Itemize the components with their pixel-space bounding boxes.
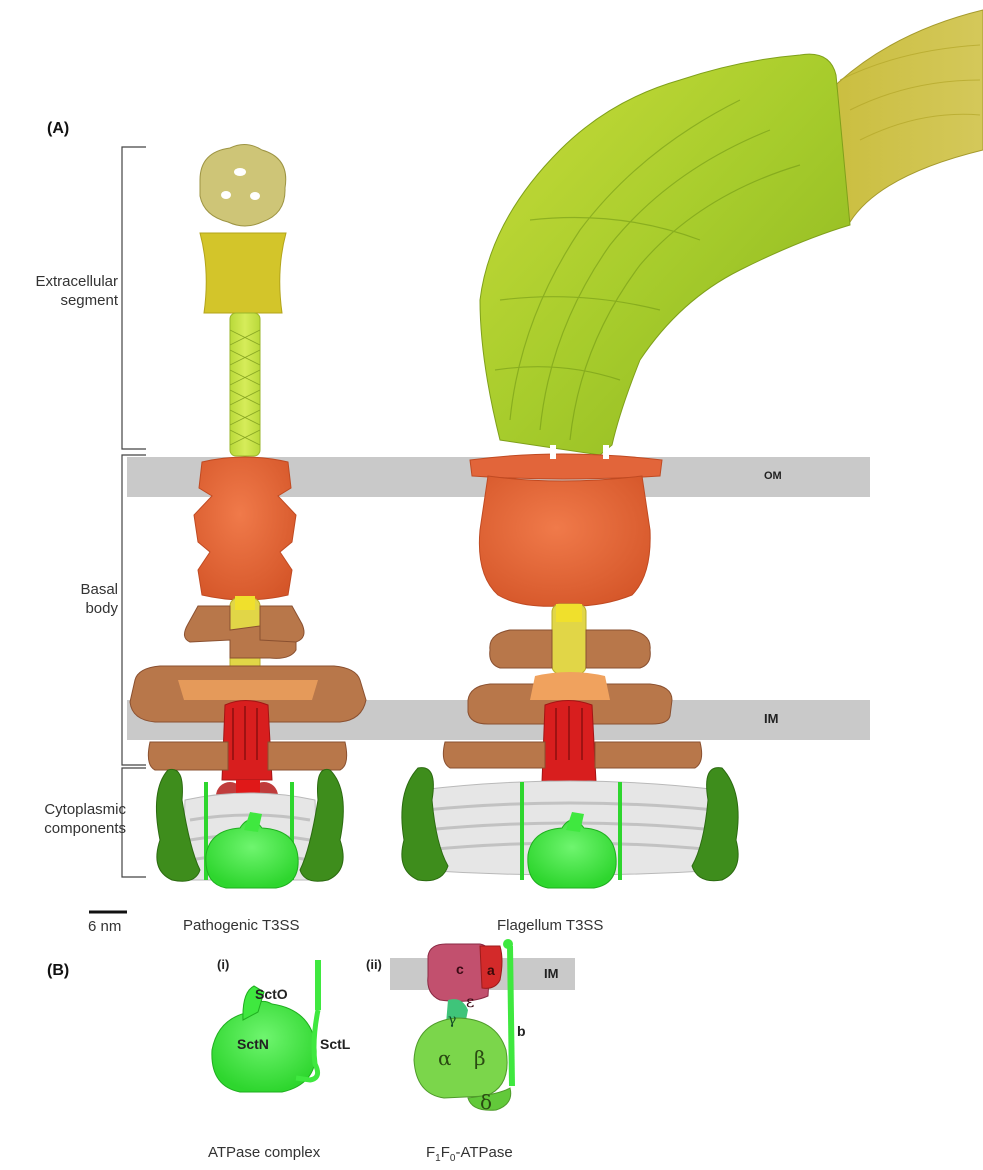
scto-label: SctO [255, 986, 288, 1002]
extracellular-line-2: segment [10, 291, 118, 310]
large-ring-inner [178, 680, 318, 700]
b-subunit-label: b [517, 1023, 526, 1039]
flagellar-lower-ring-right [595, 742, 702, 768]
caption-rest: -ATPase [455, 1144, 512, 1161]
extracellular-line-1: Extracellular [10, 272, 118, 291]
outer-membrane-label: OM [764, 470, 782, 482]
flagellar-ms-ring-inner [530, 672, 610, 700]
connector-2 [603, 445, 609, 459]
extracellular-bracket [122, 147, 146, 449]
needle-collar [200, 233, 286, 313]
flagellar-ring-cap [470, 454, 662, 479]
epsilon-label: ε [466, 992, 474, 1011]
export-apparatus [222, 701, 272, 781]
flagellar-lower-ring [443, 742, 545, 768]
beta-label: β [474, 1046, 486, 1070]
atpase-complex-illustration [212, 960, 318, 1092]
flagellum-t3ss-caption: Flagellum T3SS [497, 917, 603, 934]
flagellar-upper-ring-right [586, 630, 650, 668]
caption-f0: F [441, 1144, 450, 1161]
lower-ring [148, 742, 228, 770]
upper-ring-right [260, 606, 304, 642]
flagellum-t3ss [402, 10, 983, 888]
inner-membrane-label: IM [764, 711, 778, 726]
cytoplasmic-line-2: components [4, 819, 126, 838]
atpase-complex-caption: ATPase complex [208, 1144, 320, 1161]
f1-head [414, 1018, 507, 1098]
inner-rod-top [235, 596, 255, 610]
flagellar-upper-ring [490, 630, 552, 668]
flagellar-filament [480, 54, 850, 455]
extracellular-segment-label: Extracellular segment [10, 272, 118, 310]
needle [230, 313, 260, 456]
sctn-label: SctN [237, 1036, 269, 1052]
f0-a-label: a [487, 962, 495, 978]
connector-1 [550, 445, 556, 459]
pathogenic-t3ss [130, 144, 366, 888]
cytoplasmic-components-label: Cytoplasmic components [4, 800, 126, 838]
sub-ii-label: (ii) [366, 957, 382, 972]
tip-complex [200, 144, 286, 226]
lower-ring-right [268, 742, 347, 770]
flagellar-rod-top [556, 604, 582, 622]
basal-body-label: Basal body [10, 580, 118, 618]
sctl-label: SctL [320, 1036, 350, 1052]
basal-line-2: body [10, 599, 118, 618]
alpha-label: α [438, 1046, 452, 1070]
basal-line-1: Basal [10, 580, 118, 599]
panel-b-label: (B) [47, 962, 69, 980]
segment-brackets [122, 147, 146, 877]
peripheral-stalk [510, 946, 512, 1086]
f1f0-atpase-caption: F1F0-ATPase [426, 1144, 513, 1164]
tip-hole-3 [250, 192, 260, 200]
f1f0-atpase-illustration [390, 939, 575, 1110]
pathogenic-t3ss-caption: Pathogenic T3SS [183, 917, 299, 934]
cytoplasmic-line-1: Cytoplasmic [4, 800, 126, 819]
f0-c-label: c [456, 961, 464, 977]
scale-bar-label: 6 nm [88, 918, 121, 935]
secretin [194, 457, 296, 600]
peripheral-stalk-top [503, 939, 513, 949]
tip-hole-2 [221, 191, 231, 199]
delta-label: δ [480, 1090, 492, 1114]
gamma-label: γ [448, 1012, 456, 1028]
panel-a-label: (A) [47, 120, 69, 138]
caption-f1: F [426, 1144, 435, 1161]
tip-hole-1 [234, 168, 246, 176]
b-im-label: IM [544, 966, 558, 981]
sub-i-label: (i) [217, 957, 229, 972]
flagellar-secretin [479, 476, 650, 606]
